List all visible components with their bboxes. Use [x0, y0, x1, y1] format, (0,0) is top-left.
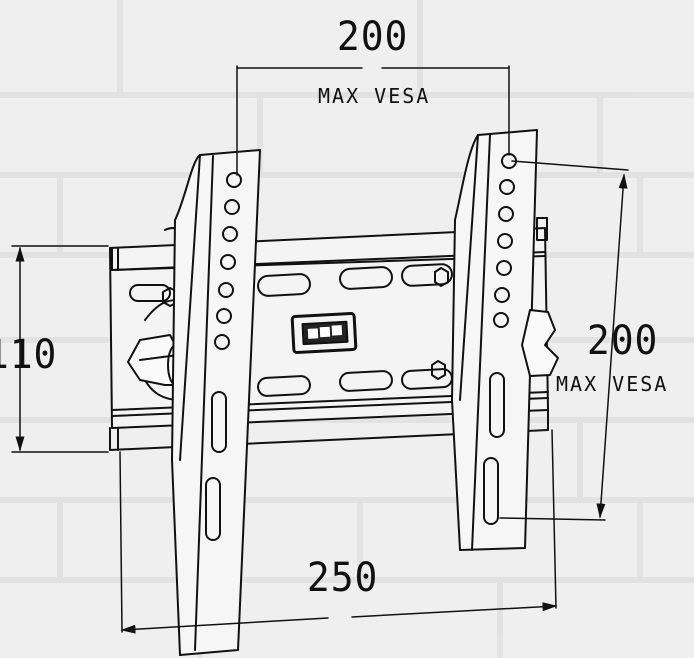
right-height-value: 200 — [586, 318, 659, 364]
bottom-width-value: 250 — [306, 555, 379, 601]
left-tilt-knob — [127, 227, 189, 401]
right-vertical-arm — [431, 129, 548, 551]
top-width-value: 200 — [336, 14, 409, 60]
dimension-lines — [11, 65, 629, 634]
right-height-note: MAX VESA — [556, 372, 669, 396]
left-vertical-arm — [171, 149, 261, 656]
top-width-note: MAX VESA — [318, 84, 431, 108]
right-tilt-knob — [521, 309, 559, 377]
left-height-value: 110 — [0, 332, 58, 378]
lock-tab — [290, 312, 358, 354]
